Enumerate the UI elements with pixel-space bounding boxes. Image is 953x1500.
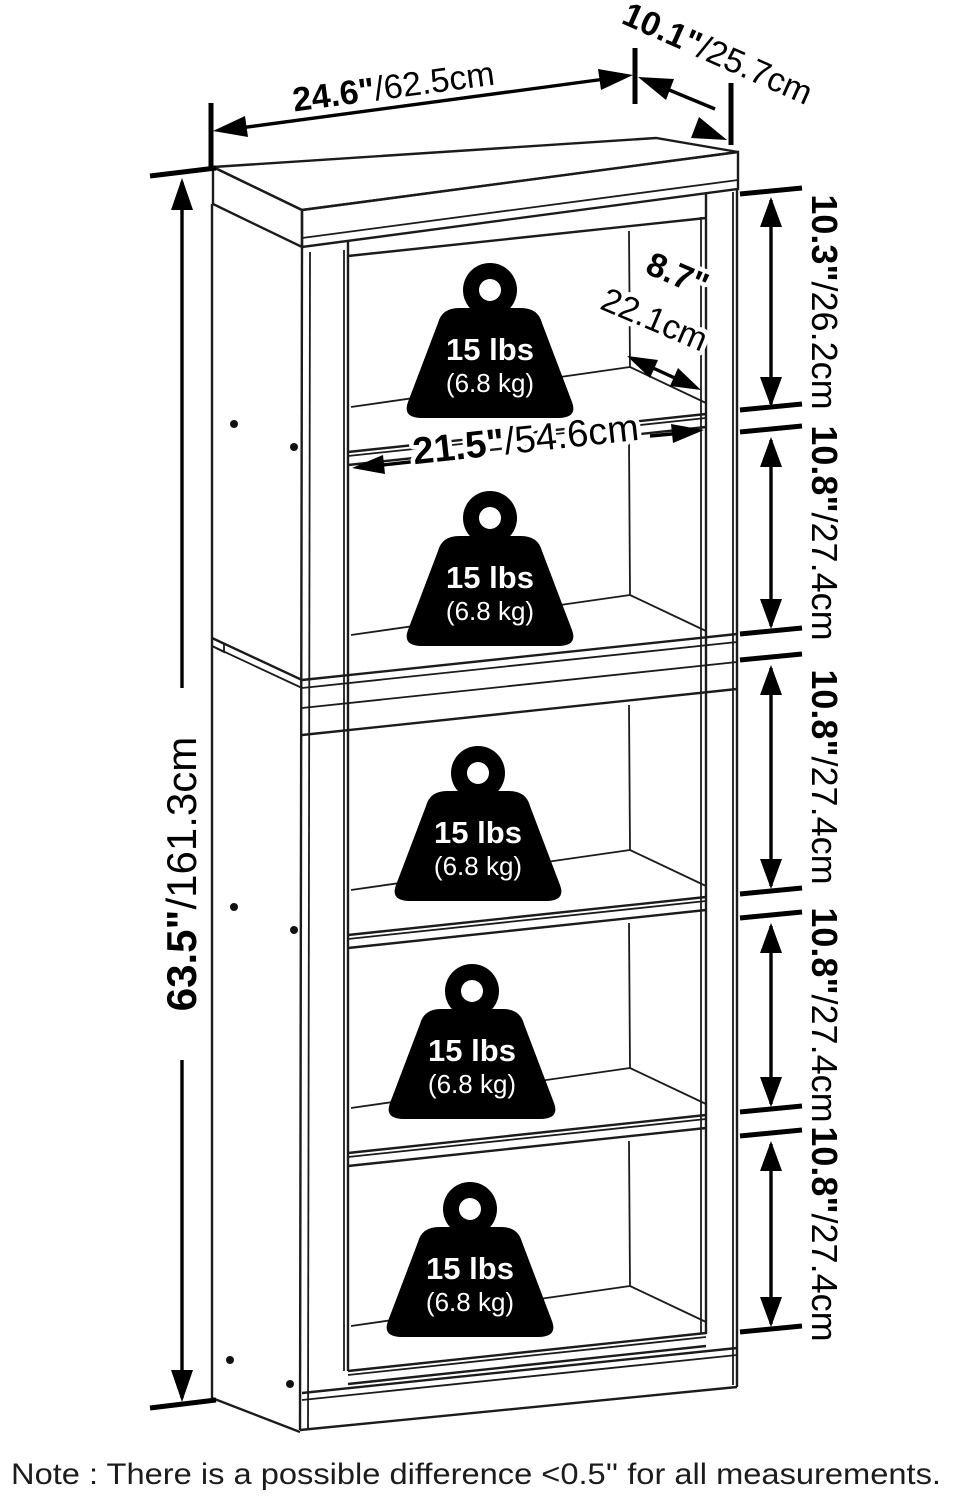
dim-overall-height: 63.5"/161.3cm <box>149 165 217 1411</box>
capacity-lbs-label: 15 lbs <box>434 815 522 850</box>
shelf-width-inches: 21.5" <box>411 422 507 474</box>
middle-junction <box>211 632 738 737</box>
shelf-1-height-cm: /26.2cm <box>804 282 845 410</box>
weight-icon: 15 lbs (6.8 kg) <box>388 964 556 1119</box>
dim-shelf-2: 10.8"/27.4cm <box>760 421 850 645</box>
capacity-kg-label: (6.8 kg) <box>434 851 522 881</box>
top-board <box>208 136 740 249</box>
dim-shelf-5: 10.8"/27.4cm <box>760 1122 850 1346</box>
overall-height-label: 63.5"/161.3cm <box>158 737 205 1011</box>
weight-capacity-icons: 15 lbs (6.8 kg) 15 lbs (6.8 kg) 15 lbs (… <box>386 263 574 1337</box>
dim-shelf-heights: 10.3"/26.2cm 10.8"/27.4cm 10.8"/27.4cm 1… <box>739 185 850 1346</box>
shelf-bands <box>347 412 707 1386</box>
cam-hole-dots <box>226 420 298 1388</box>
capacity-lbs-label: 15 lbs <box>426 1251 514 1286</box>
shelf-3-height-inches: 10.8" <box>804 669 845 756</box>
shelf-3-height-label: 10.8"/27.4cm <box>804 669 845 884</box>
weight-icon: 15 lbs (6.8 kg) <box>386 1182 554 1337</box>
overall-depth-cm: /25.7cm <box>692 29 818 113</box>
capacity-lbs-label: 15 lbs <box>446 560 534 595</box>
shelf-4-height-label: 10.8"/27.4cm <box>804 907 845 1122</box>
overall-height-cm: /161.3cm <box>158 737 205 910</box>
dim-overall-width: 24.6"/62.5cm <box>208 48 638 168</box>
capacity-kg-label: (6.8 kg) <box>428 1069 516 1099</box>
overall-depth-label: 10.1"/25.7cm <box>617 0 818 113</box>
shelf-2-height-label: 10.8"/27.4cm <box>804 425 845 640</box>
capacity-lbs-label: 15 lbs <box>428 1033 516 1068</box>
shelf-1-height-label: 10.3"/26.2cm <box>804 194 845 409</box>
dim-shelf-3: 10.8"/27.4cm <box>760 665 850 889</box>
weight-icon: 15 lbs (6.8 kg) <box>406 263 574 418</box>
shelf-5-height-inches: 10.8" <box>804 1126 845 1213</box>
shelf-2-height-inches: 10.8" <box>804 425 845 512</box>
carcass-outline <box>210 189 739 1434</box>
shelf-5-height-cm: /27.4cm <box>804 1214 845 1342</box>
bookcase-drawing <box>208 136 740 1434</box>
capacity-kg-label: (6.8 kg) <box>426 1287 514 1317</box>
plinth-base <box>301 1346 738 1401</box>
overall-width-label: 24.6"/62.5cm <box>290 55 496 120</box>
shelf-1-height-inches: 10.3" <box>804 194 845 281</box>
shelf-4-height-inches: 10.8" <box>804 907 845 994</box>
overall-width-cm: /62.5cm <box>372 55 497 109</box>
measurement-note: Note : There is a possible difference <0… <box>11 1458 941 1491</box>
capacity-lbs-label: 15 lbs <box>446 332 534 367</box>
weight-icon: 15 lbs (6.8 kg) <box>394 746 562 901</box>
dim-shelf-1: 10.3"/26.2cm <box>760 190 850 414</box>
weight-icon: 15 lbs (6.8 kg) <box>406 491 574 646</box>
overall-depth-inches: 10.1" <box>617 0 708 63</box>
shelf-depth-inches: 8.7" <box>641 245 714 305</box>
capacity-kg-label: (6.8 kg) <box>446 596 534 626</box>
shelf-4-height-cm: /27.4cm <box>804 995 845 1123</box>
dim-overall-depth: 10.1"/25.7cm <box>612 0 823 145</box>
dim-shelf-depth: 8.7" 22.1cm <box>591 241 718 390</box>
overall-height-inches: 63.5" <box>158 910 205 1012</box>
shelf-5-height-label: 10.8"/27.4cm <box>804 1126 845 1341</box>
capacity-kg-label: (6.8 kg) <box>446 368 534 398</box>
dim-shelf-4: 10.8"/27.4cm <box>760 903 850 1127</box>
opening-edges <box>343 194 708 1371</box>
shelf-2-height-cm: /27.4cm <box>804 513 845 641</box>
shelf-3-height-cm: /27.4cm <box>804 757 845 885</box>
